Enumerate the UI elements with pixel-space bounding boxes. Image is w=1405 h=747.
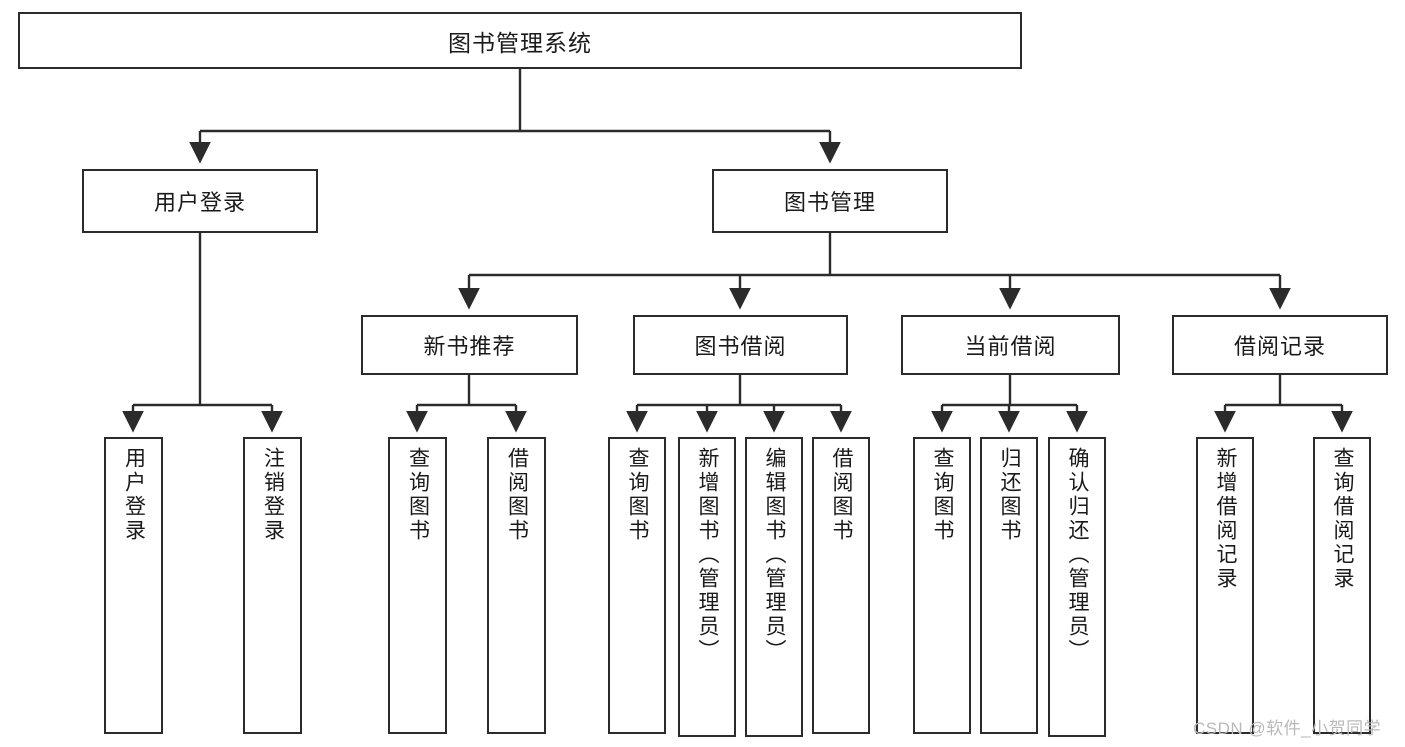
node-root[interactable]: 图书管理系统 [18,12,1022,69]
node-leaf-return-book[interactable]: 归还图书 [980,437,1038,734]
node-borrow-record[interactable]: 借阅记录 [1172,315,1388,375]
node-leaf-borrow-book[interactable]: 借阅图书 [812,437,870,734]
node-current-borrow[interactable]: 当前借阅 [901,315,1120,375]
node-leaf-confirm-return-admin-label: 确认归还（管理员） [1066,447,1090,663]
node-leaf-user-logout[interactable]: 注销登录 [243,437,302,734]
node-leaf-query-book-rec-label: 查询图书 [406,447,430,543]
node-leaf-add-book-admin[interactable]: 新增图书（管理员） [678,437,736,737]
node-new-book-recommend-label: 新书推荐 [423,334,516,359]
node-leaf-edit-book-admin-label: 编辑图书（管理员） [763,447,787,663]
node-leaf-borrow-book-label: 借阅图书 [830,447,854,543]
node-leaf-query-book-cur-label: 查询图书 [931,447,955,543]
node-leaf-borrow-book-rec-label: 借阅图书 [505,447,529,543]
node-book-manage[interactable]: 图书管理 [712,169,948,233]
node-root-label: 图书管理系统 [448,29,592,56]
node-leaf-query-book-borrow-label: 查询图书 [626,447,650,543]
node-new-book-recommend[interactable]: 新书推荐 [361,315,578,375]
node-user-login-label: 用户登录 [153,190,246,215]
node-leaf-edit-book-admin[interactable]: 编辑图书（管理员） [745,437,803,737]
node-leaf-user-login[interactable]: 用户登录 [104,437,163,734]
node-leaf-query-book-cur[interactable]: 查询图书 [913,437,971,734]
node-leaf-user-logout-label: 注销登录 [261,447,285,543]
csdn-watermark: CSDN @软件_小贺同学 [1193,719,1382,738]
node-leaf-return-book-label: 归还图书 [998,447,1022,543]
node-current-borrow-label: 当前借阅 [964,334,1057,359]
node-leaf-user-login-label: 用户登录 [122,447,146,543]
node-leaf-add-borrow-record-label: 新增借阅记录 [1214,447,1238,591]
node-leaf-query-borrow-record[interactable]: 查询借阅记录 [1313,437,1371,734]
node-leaf-query-borrow-record-label: 查询借阅记录 [1331,447,1355,591]
node-leaf-add-book-admin-label: 新增图书（管理员） [696,447,720,663]
node-borrow-record-label: 借阅记录 [1233,334,1326,359]
node-leaf-query-book-rec[interactable]: 查询图书 [388,437,447,734]
node-book-borrow[interactable]: 图书借阅 [633,315,848,375]
node-leaf-query-book-borrow[interactable]: 查询图书 [608,437,666,734]
node-book-borrow-label: 图书借阅 [694,334,787,359]
node-leaf-add-borrow-record[interactable]: 新增借阅记录 [1196,437,1254,734]
node-leaf-borrow-book-rec[interactable]: 借阅图书 [487,437,546,734]
node-user-login[interactable]: 用户登录 [82,169,318,233]
node-leaf-confirm-return-admin[interactable]: 确认归还（管理员） [1048,437,1106,737]
node-book-manage-label: 图书管理 [783,190,876,215]
